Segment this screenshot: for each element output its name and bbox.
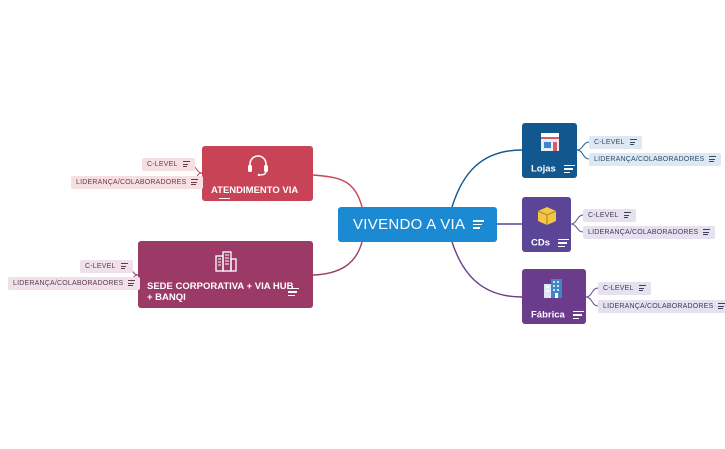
notes-icon[interactable] [709,155,717,163]
office-building-icon [214,250,238,275]
subtopic-lideranca[interactable]: LIDERANÇA/COLABORADORES [598,300,725,313]
headset-icon [246,154,270,179]
topic-label: Lojas [531,163,556,175]
subtopic-c-level[interactable]: C-LEVEL [589,136,642,149]
subtopic-lideranca[interactable]: LIDERANÇA/COLABORADORES [583,226,716,239]
notes-icon[interactable] [623,211,631,219]
notes-icon[interactable] [288,286,299,298]
topic-label: CDs [531,237,551,249]
topic-lojas[interactable]: Lojas [522,123,577,178]
notes-icon[interactable] [629,138,637,146]
subtopic-label: LIDERANÇA/COLABORADORES [594,156,705,163]
subtopic-label: C-LEVEL [85,263,116,270]
notes-icon[interactable] [120,262,128,270]
subtopic-label: C-LEVEL [147,161,178,168]
subtopic-label: LIDERANÇA/COLABORADORES [13,280,124,287]
topic-fabrica[interactable]: Fábrica [522,269,586,324]
topic-label: SEDE CORPORATIVA + VIA HUB + BANQI [147,281,294,303]
subtopic-lideranca[interactable]: LIDERANÇA/COLABORADORES [8,277,141,290]
package-box-icon [535,205,559,230]
subtopic-lideranca[interactable]: LIDERANÇA/COLABORADORES [71,176,204,189]
notes-icon[interactable] [191,178,199,186]
notes-icon[interactable] [219,196,230,208]
central-topic[interactable]: VIVENDO A VIA [338,207,497,242]
notes-icon[interactable] [558,237,570,249]
subtopic-lideranca[interactable]: LIDERANÇA/COLABORADORES [589,153,722,166]
notes-icon[interactable] [703,228,711,236]
subtopic-c-level[interactable]: C-LEVEL [583,209,636,222]
subtopic-c-level[interactable]: C-LEVEL [598,282,651,295]
factory-building-icon [541,277,565,302]
notes-icon[interactable] [128,279,136,287]
topic-cds[interactable]: CDs [522,197,571,252]
topic-label: ATENDIMENTO VIA [211,185,299,196]
subtopic-label: LIDERANÇA/COLABORADORES [76,179,187,186]
notes-icon[interactable] [563,163,575,175]
subtopic-label: LIDERANÇA/COLABORADORES [588,229,699,236]
storefront-icon [538,131,562,156]
notes-icon[interactable] [182,160,190,168]
notes-icon[interactable] [638,284,646,292]
topic-sede[interactable]: SEDE CORPORATIVA + VIA HUB + BANQI [138,241,313,308]
topic-label: Fábrica [531,309,565,321]
central-topic-label: VIVENDO A VIA [353,216,466,233]
subtopic-label: LIDERANÇA/COLABORADORES [603,303,714,310]
subtopic-c-level[interactable]: C-LEVEL [142,158,195,171]
notes-icon[interactable] [473,218,485,230]
subtopic-c-level[interactable]: C-LEVEL [80,260,133,273]
subtopic-label: C-LEVEL [603,285,634,292]
notes-icon[interactable] [572,309,584,321]
subtopic-label: C-LEVEL [594,139,625,146]
topic-atendimento[interactable]: ATENDIMENTO VIA [202,146,313,207]
subtopic-label: C-LEVEL [588,212,619,219]
notes-icon[interactable] [718,302,725,310]
